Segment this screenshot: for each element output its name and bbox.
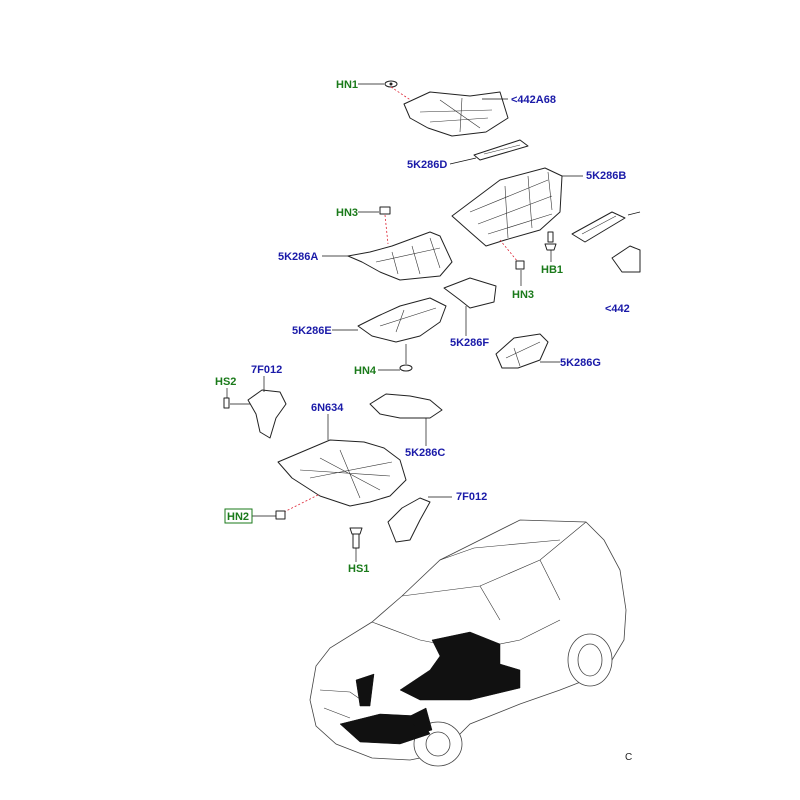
heat-shield-5k286a — [347, 231, 453, 281]
label-hb1: HB1 — [541, 264, 563, 276]
heat-shield-5k286c — [369, 393, 443, 419]
bolt-hb1 — [544, 231, 557, 251]
label-5k286c: 5K286C — [405, 447, 445, 459]
label-5k286a: 5K286A — [278, 251, 318, 263]
clip-hn3-left — [379, 206, 391, 215]
label-5k286b: 5K286B — [586, 170, 626, 182]
clip-hn2 — [275, 510, 286, 520]
label-hn2: HN2 — [227, 511, 249, 523]
bracket-7f012-left — [247, 389, 287, 439]
heat-shield-5k286g — [495, 333, 549, 369]
heat-shield-442a68 — [403, 91, 509, 137]
label-5k286g: 5K286G — [560, 357, 601, 369]
heat-shield-5k286f — [443, 277, 497, 309]
label-6n634: 6N634 — [311, 402, 344, 414]
corner-mark: C — [625, 752, 632, 763]
heat-shield-5k286d — [473, 139, 529, 161]
heat-shield-5k286b — [451, 167, 563, 247]
undertray-6n634 — [277, 439, 407, 507]
label-hn2-box — [224, 508, 253, 524]
nut-hn4 — [399, 344, 413, 372]
label-hn4: HN4 — [354, 365, 377, 377]
label-5k286f: 5K286F — [450, 337, 489, 349]
label-hs2: HS2 — [215, 376, 236, 388]
label-hs1: HS1 — [348, 563, 369, 575]
underbody-highlight — [339, 631, 521, 745]
label-442a68: <442A68 — [511, 94, 556, 106]
label-hn3-left: HN3 — [336, 207, 358, 219]
label-hn1: HN1 — [336, 79, 358, 91]
screw-hs1 — [349, 527, 363, 549]
screw-hs2 — [223, 397, 230, 409]
bracket-7f012-right — [387, 497, 431, 543]
label-7f012-right: 7F012 — [456, 491, 487, 503]
fastener-hn1 — [384, 80, 398, 88]
label-7f012-left: 7F012 — [251, 364, 282, 376]
label-hn3-right: HN3 — [512, 289, 534, 301]
heat-shield-5k286e — [357, 297, 447, 343]
label-5k286e: 5K286E — [292, 325, 332, 337]
label-5k286d: 5K286D — [407, 159, 447, 171]
label-442-partial: <442 — [605, 303, 630, 315]
heat-shield-right-partial — [571, 211, 641, 273]
clip-hn3-right — [515, 260, 525, 270]
